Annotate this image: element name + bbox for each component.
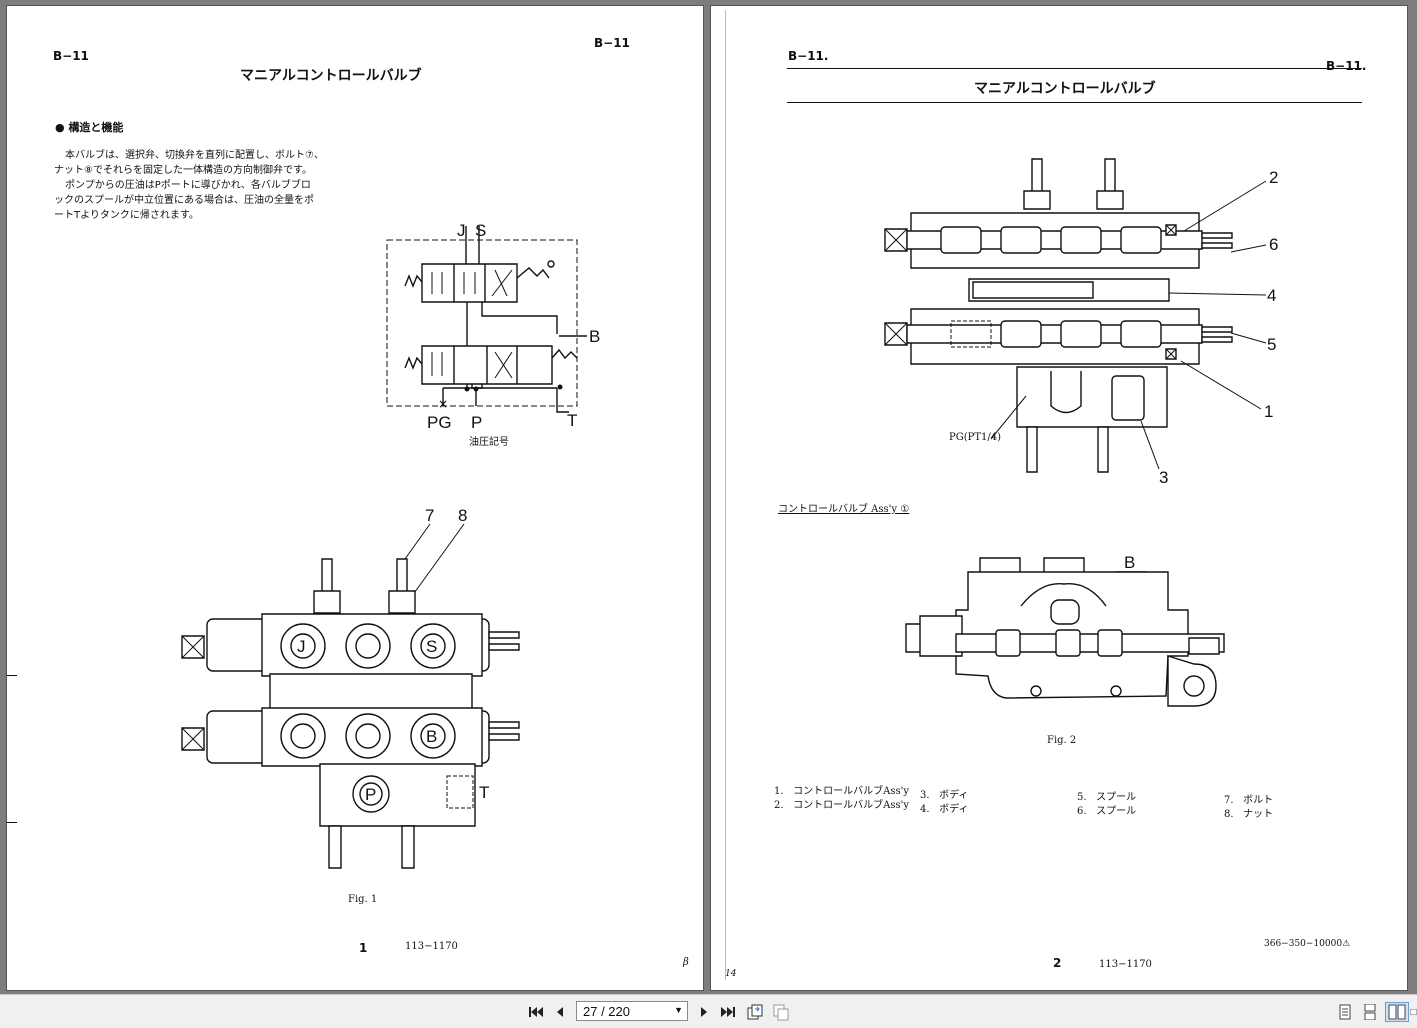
label-S: S bbox=[475, 221, 486, 240]
parts-item: 5. スプール bbox=[1077, 792, 1137, 803]
assembly-subtitle: コントロールバルブ Ass'y ① bbox=[778, 504, 910, 515]
fit-width-icon[interactable] bbox=[1410, 1002, 1417, 1022]
parts-item: 8. ナット bbox=[1224, 809, 1274, 820]
continuous-view-icon[interactable] bbox=[1360, 1002, 1380, 1022]
port-S: S bbox=[426, 637, 437, 656]
first-page-icon[interactable] bbox=[526, 1002, 546, 1022]
hydraulic-caption: 油圧記号 bbox=[469, 437, 509, 448]
fig2-port-B: B bbox=[1124, 553, 1135, 572]
label-P: P bbox=[471, 413, 482, 432]
svg-text:×: × bbox=[438, 397, 448, 411]
doc-number: 113−1170 bbox=[405, 941, 458, 952]
assembly-drawing: 2 6 4 5 1 3 bbox=[881, 151, 1278, 487]
page-number: 2 bbox=[1053, 956, 1062, 970]
port-J: J bbox=[297, 637, 306, 656]
viewer-toolbar: 27 / 220▼ bbox=[0, 994, 1417, 1028]
label-J: J bbox=[457, 221, 466, 240]
next-page-icon[interactable] bbox=[694, 1002, 714, 1022]
rotate-icon[interactable] bbox=[745, 1002, 765, 1022]
page-number: 1 bbox=[359, 941, 368, 955]
parts-item: 4. ボディ bbox=[920, 804, 969, 815]
callout-8: 8 bbox=[458, 506, 467, 525]
hydraulic-symbol-diagram: J S B × PG P T bbox=[387, 221, 600, 432]
prev-page-icon[interactable] bbox=[550, 1002, 570, 1022]
body-line: ポンプからの圧油はPポートに導びかれ、各バルブブロ bbox=[65, 180, 311, 191]
single-page-view-icon[interactable] bbox=[1335, 1002, 1355, 1022]
revision-code: 366−350−10000⚠ bbox=[1264, 939, 1351, 949]
doc-number: 113−1170 bbox=[1099, 959, 1152, 970]
port-T: T bbox=[479, 783, 489, 802]
section-id-right: B−11. bbox=[1326, 59, 1367, 73]
port-P: P bbox=[365, 785, 376, 804]
section-id-left: B−11 bbox=[53, 49, 89, 63]
fig1-valve-drawing: 7 8 J S B P T bbox=[172, 506, 542, 876]
page-title: マニアルコントロールバルブ bbox=[240, 68, 422, 84]
facing-view-icon[interactable] bbox=[1385, 1002, 1409, 1022]
port-B: B bbox=[426, 727, 437, 746]
pg-label: PG(PT1/4) bbox=[949, 432, 1002, 443]
section-id-right: B−11 bbox=[594, 36, 630, 50]
handwriting-mark: 14 bbox=[725, 969, 737, 979]
callout-2: 2 bbox=[1269, 168, 1278, 187]
fig2-section-drawing: B bbox=[876, 553, 1236, 726]
document-page-right: B−11. B−11. マニアルコントロールバルブ bbox=[711, 6, 1407, 990]
last-page-icon[interactable] bbox=[718, 1002, 738, 1022]
page-title: マニアルコントロールバルブ bbox=[974, 81, 1156, 97]
handwriting-mark: β bbox=[683, 957, 689, 968]
body-line: ナット⑧でそれらを固定した一体構造の方向制御弁です。 bbox=[54, 165, 312, 176]
body-line: ートTよりタンクに帰されます。 bbox=[54, 210, 199, 221]
callout-5: 5 bbox=[1267, 335, 1276, 354]
label-T: T bbox=[567, 411, 577, 430]
parts-item: 2. コントロールバルブAss'y bbox=[774, 800, 909, 811]
parts-item: 1. コントロールバルブAss'y bbox=[774, 786, 909, 797]
document-page-left: B−11 B−11 マニアルコントロールバルブ ● 構造と機能 本バルブは、選択… bbox=[7, 6, 703, 990]
fig2-caption: Fig. 2 bbox=[1047, 735, 1077, 746]
section-id-left: B−11. bbox=[788, 49, 829, 63]
callout-3: 3 bbox=[1159, 468, 1168, 487]
body-line: 本バルブは、選択弁、切換弁を直列に配置し、ボルト⑦、 bbox=[65, 150, 324, 161]
parts-item: 6. スプール bbox=[1077, 806, 1137, 817]
body-line: ックのスプールが中立位置にある場合は、圧油の全量をポ bbox=[54, 195, 314, 206]
callout-7: 7 bbox=[425, 506, 434, 525]
label-B: B bbox=[589, 327, 600, 346]
parts-item: 7. ボルト bbox=[1224, 795, 1274, 806]
callout-1: 1 bbox=[1264, 402, 1273, 421]
copy-icon[interactable] bbox=[771, 1002, 791, 1022]
callout-4: 4 bbox=[1267, 286, 1276, 305]
label-PG: PG bbox=[427, 413, 452, 432]
parts-item: 3. ボディ bbox=[920, 790, 969, 801]
section-heading: ● 構造と機能 bbox=[55, 121, 124, 134]
page-number-input[interactable]: 27 / 220▼ bbox=[576, 1001, 688, 1021]
callout-6: 6 bbox=[1269, 235, 1278, 254]
fig1-caption: Fig. 1 bbox=[348, 894, 378, 905]
